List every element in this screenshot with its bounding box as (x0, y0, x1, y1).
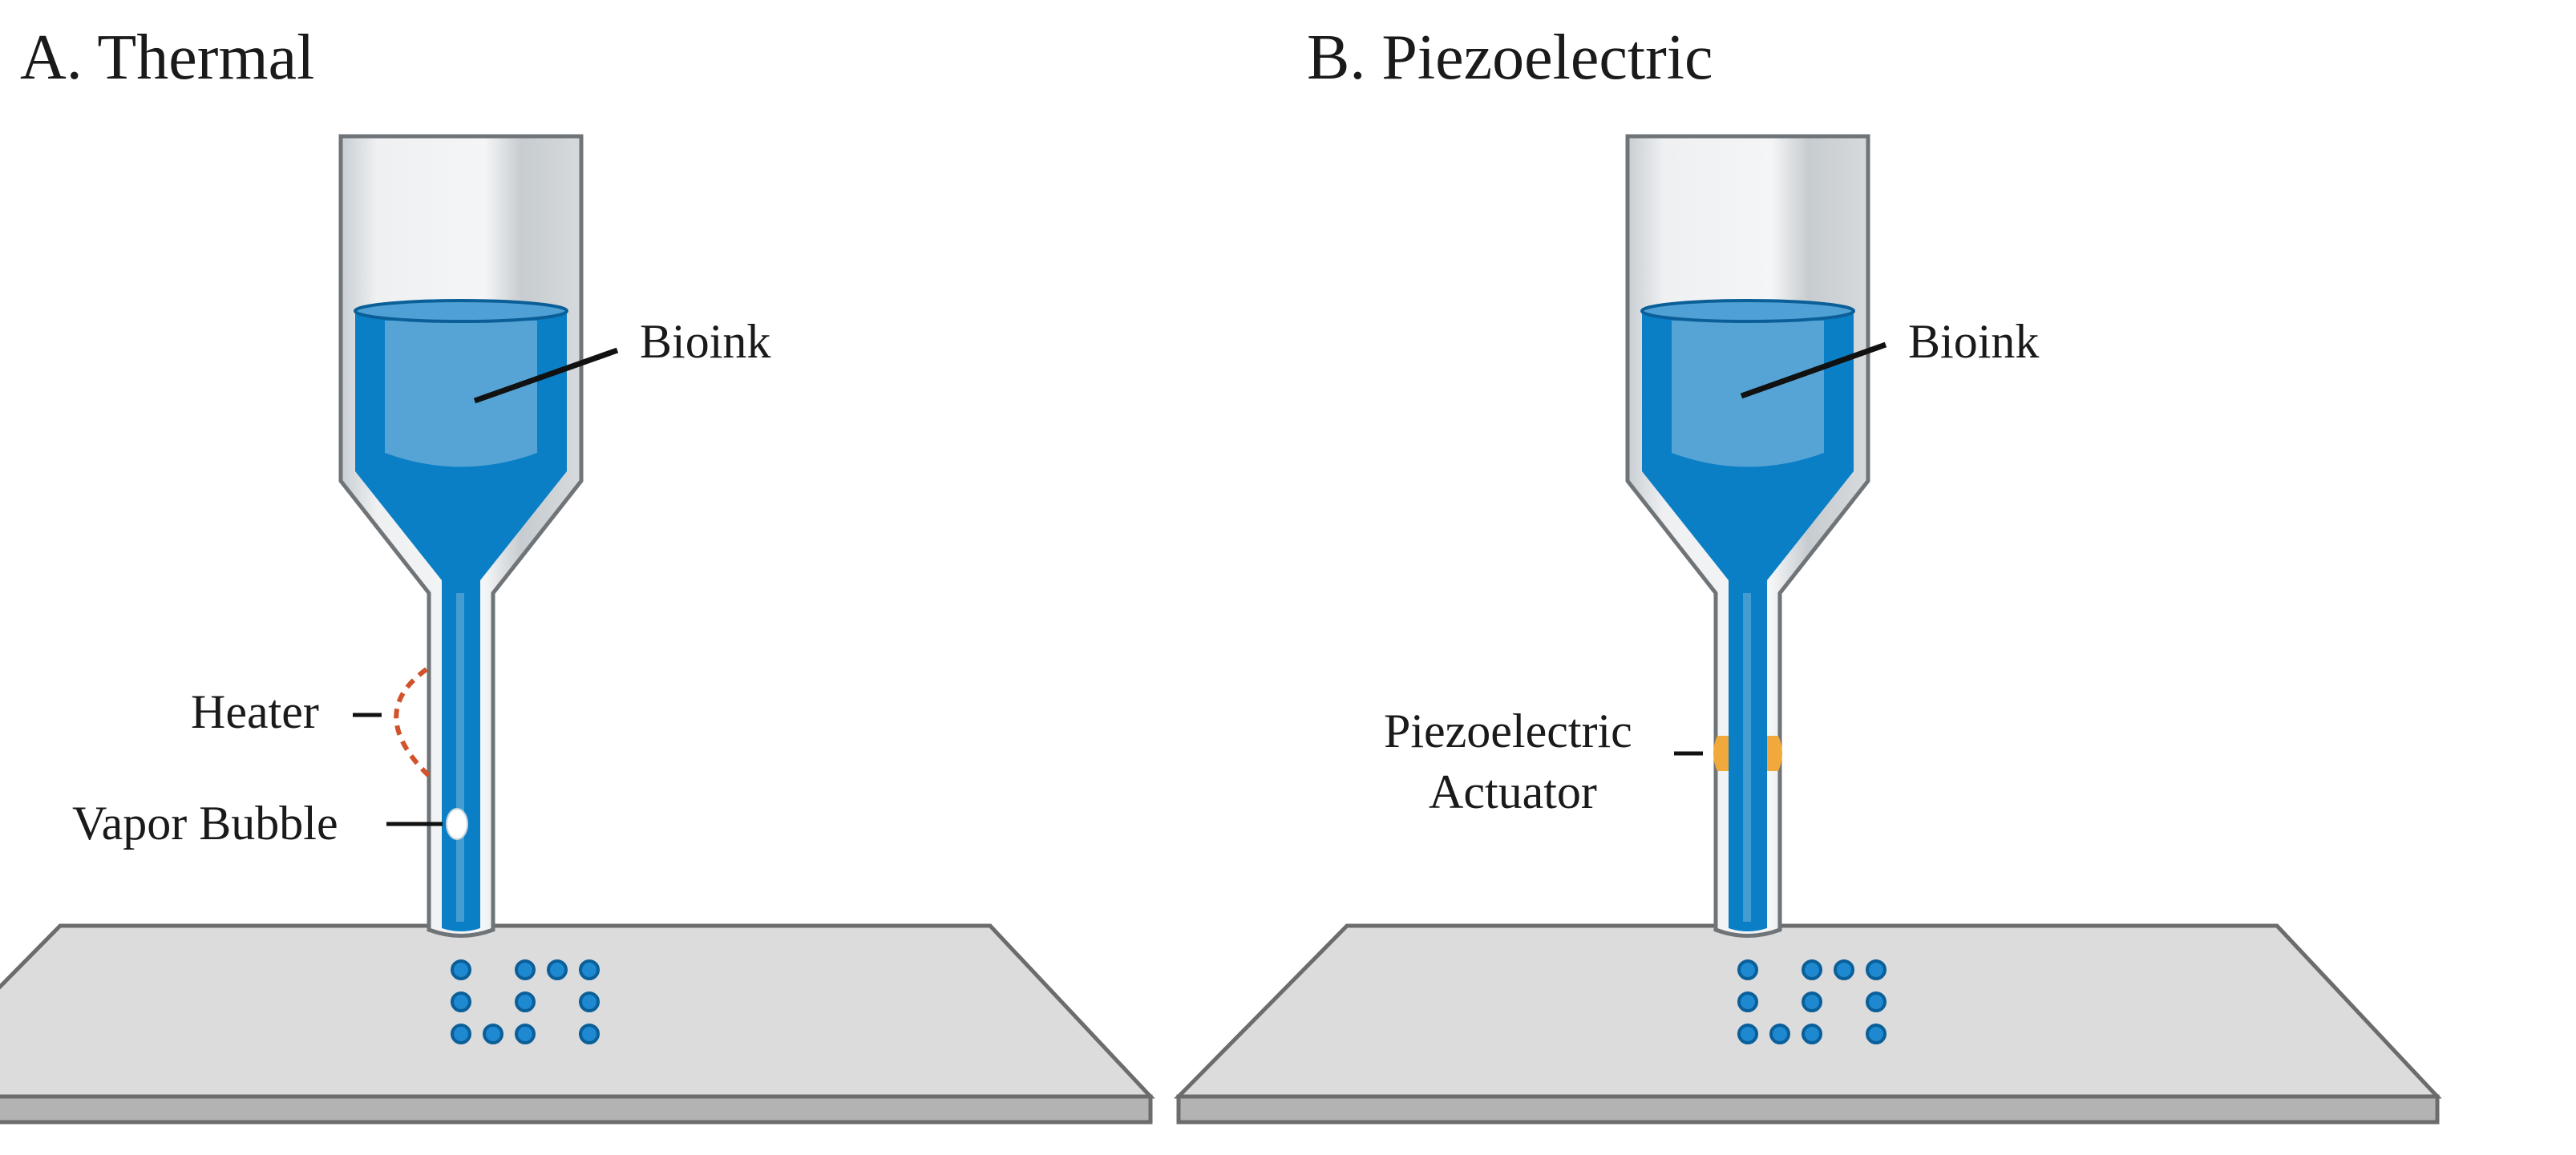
print-platform-piezoelectric (1179, 926, 2437, 1122)
printed-droplets-thermal (451, 959, 600, 1044)
label-vapor-bubble: Vapor Bubble (72, 797, 338, 850)
bioink-leader-line-piezo (1740, 341, 1887, 399)
piezoelectric-actuator (1713, 736, 1782, 771)
label-actuator-line2: Actuator (1429, 765, 1597, 818)
panel-piezoelectric: B. Piezoelectric Bioink (1179, 22, 2437, 1122)
vapor-bubble (446, 808, 468, 840)
label-bioink-thermal: Bioink (640, 315, 770, 368)
panel-title-thermal: A. Thermal (20, 22, 314, 93)
panel-title-piezoelectric: B. Piezoelectric (1307, 22, 1713, 93)
label-actuator-line1: Piezoelectric (1384, 705, 1632, 757)
nozzle-piezoelectric (1628, 136, 1868, 936)
print-platform-thermal (0, 926, 1151, 1122)
printed-droplets-piezoelectric (1737, 959, 1887, 1044)
label-heater: Heater (191, 685, 319, 738)
label-bioink-piezo: Bioink (1908, 315, 2039, 368)
bioink-leader-line-thermal (473, 347, 619, 404)
heater-element (394, 667, 431, 778)
panel-thermal: A. Thermal Bioink Heater (0, 22, 1151, 1122)
